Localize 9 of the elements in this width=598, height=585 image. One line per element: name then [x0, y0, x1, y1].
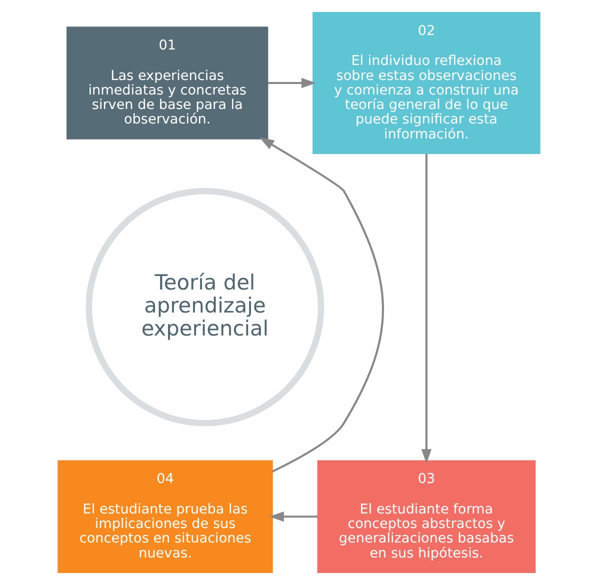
node-circle: Teoría del aprendizaje experiencial — [86, 188, 324, 426]
arrow — [269, 512, 318, 522]
node-box: 03 El estudiante forma conceptos abstractos y generalizaciones basabas en sus hipótesis. — [317, 460, 536, 574]
arrow — [259, 137, 384, 472]
arrow — [268, 78, 316, 88]
arrow — [421, 154, 432, 464]
node-box: 01 Las experiencias inmediatas y concretas sirven de base para la observación. — [66, 26, 268, 140]
node-box: 04 El estudiante prueba las implicaciones de sus conceptos en situaciones nuevas. — [58, 460, 273, 574]
node-box: 02 El individuo reflexiona sobre estas observaciones y comienza a construir una teoría general de lo que puede significar esta información. — [312, 12, 540, 154]
